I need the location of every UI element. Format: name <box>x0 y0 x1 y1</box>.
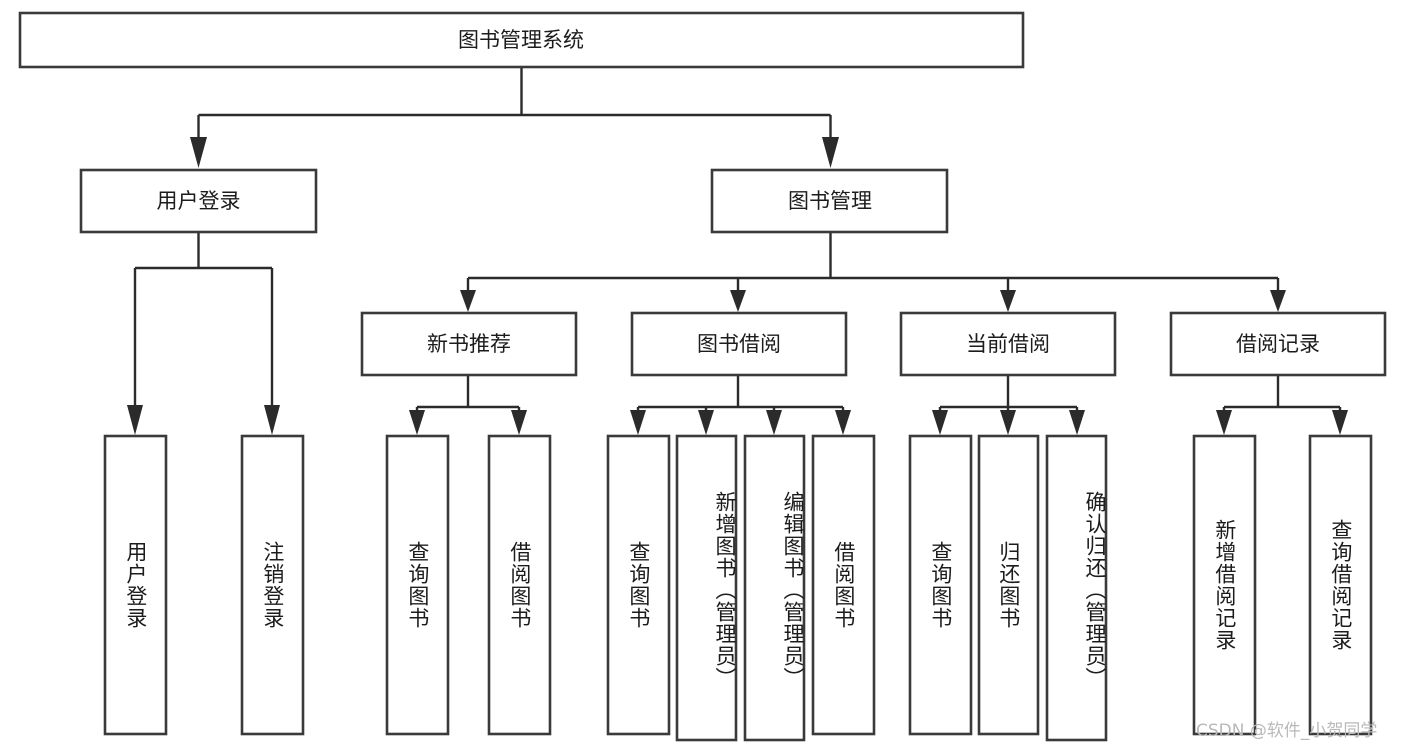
arrow-head-leaf-user-login <box>127 405 143 435</box>
arrow-head-borrow-book-2 <box>835 410 851 435</box>
arrow-head-borrow-record <box>1270 290 1286 312</box>
node-label-book-management: 图书管理 <box>788 189 872 213</box>
node-label-user-login: 用户登录 <box>157 189 241 213</box>
node-label-new-book-recommend: 新书推荐 <box>427 332 511 356</box>
leaf-box-query-book-current[interactable] <box>908 434 973 736</box>
node-box-new-book-recommend[interactable] <box>360 311 578 377</box>
leaf-box-borrow-book-recommend[interactable] <box>487 434 552 736</box>
node-box-borrow-record[interactable] <box>1169 311 1387 377</box>
leaf-box-add-borrow-record[interactable] <box>1192 434 1257 736</box>
arrow-head-query-book-3 <box>932 410 948 435</box>
connector-group-root <box>190 67 839 168</box>
node-label-root: 图书管理系统 <box>458 28 584 52</box>
leaf-box-return-book[interactable] <box>977 434 1040 736</box>
leaf-box-user-login[interactable] <box>103 434 168 736</box>
arrow-head-edit-book <box>766 410 782 435</box>
node-label-book-borrow: 图书借阅 <box>697 332 781 356</box>
arrow-head-new-book <box>460 290 476 312</box>
leaf-box-add-book-admin[interactable] <box>675 434 738 742</box>
node-box-root[interactable] <box>18 11 1025 69</box>
arrow-head-current-borrow <box>1000 290 1016 312</box>
connector-group-borrow-record <box>1216 375 1348 435</box>
leaf-box-confirm-return-admin[interactable] <box>1045 434 1108 742</box>
arrow-head-query-record <box>1332 410 1348 435</box>
node-box-book-borrow[interactable] <box>630 311 848 377</box>
connector-group-book-borrow <box>630 375 851 435</box>
arrow-head-add-book <box>698 410 714 435</box>
node-label-borrow-record: 借阅记录 <box>1236 332 1320 356</box>
connector-group-book-mgmt <box>460 232 1286 312</box>
leaf-box-query-book-borrow[interactable] <box>606 434 671 736</box>
arrow-head-borrow-book-1 <box>511 410 527 435</box>
leaf-box-edit-book-admin[interactable] <box>743 434 806 742</box>
node-box-current-borrow[interactable] <box>899 311 1117 377</box>
arrow-head-book-borrow <box>730 290 746 312</box>
arrow-head-return-book <box>1000 410 1016 435</box>
arrow-head-query-book-1 <box>409 410 425 435</box>
node-box-book-management[interactable] <box>710 168 949 234</box>
connector-group-current-borrow <box>932 375 1085 435</box>
leaf-box-borrow-book-borrow[interactable] <box>811 434 876 736</box>
arrow-head-book-mgmt <box>822 137 839 168</box>
leaf-box-query-book-recommend[interactable] <box>385 434 450 736</box>
csdn-watermark: CSDN @软件_小贺同学 <box>1196 721 1378 741</box>
connector-group-user-login <box>127 232 280 435</box>
node-label-current-borrow: 当前借阅 <box>966 332 1050 356</box>
connector-group-new-book <box>409 375 527 435</box>
leaf-box-logout[interactable] <box>240 434 305 736</box>
arrow-head-add-record <box>1216 410 1232 435</box>
arrow-head-confirm-return <box>1069 410 1085 435</box>
arrow-head-user-login <box>190 137 207 168</box>
node-box-user-login[interactable] <box>79 168 318 234</box>
leaf-box-query-borrow-record[interactable] <box>1308 434 1373 736</box>
arrow-head-leaf-logout <box>264 405 280 435</box>
arrow-head-query-book-2 <box>630 410 646 435</box>
